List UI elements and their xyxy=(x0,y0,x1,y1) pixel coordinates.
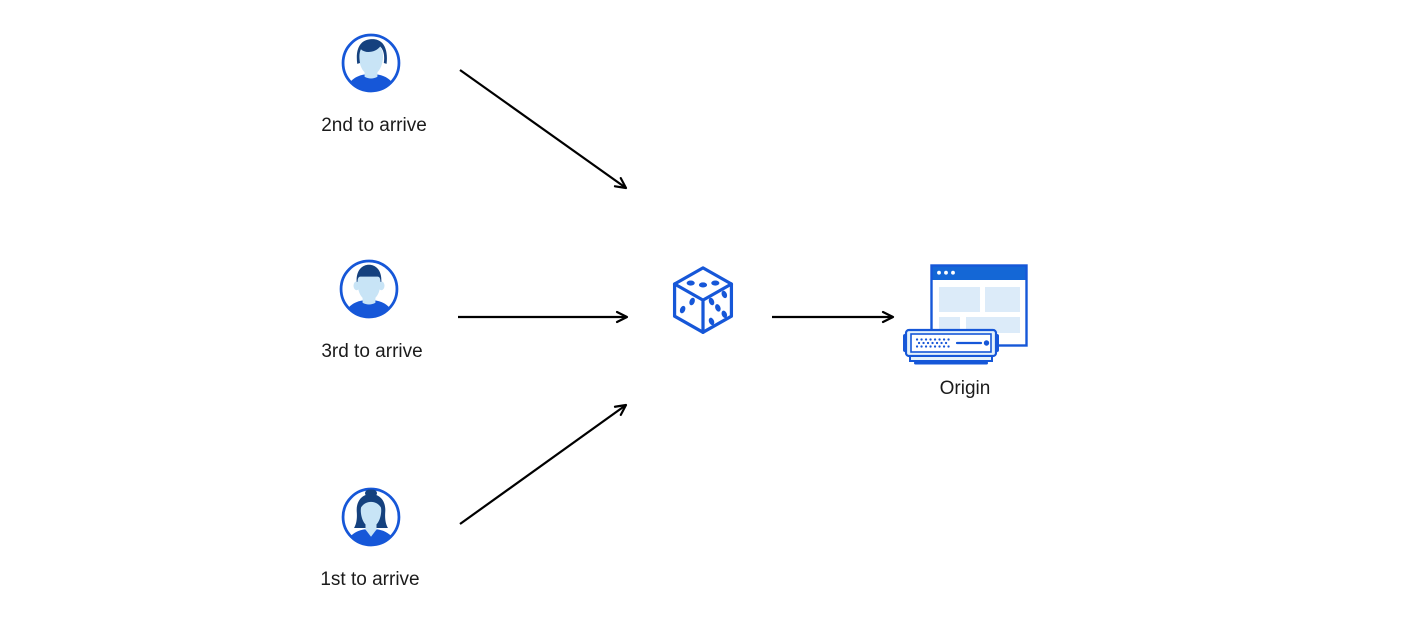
client-3rd-label: 3rd to arrive xyxy=(321,341,423,362)
male-avatar-short-hair-icon xyxy=(339,259,399,319)
male-avatar-swoop-hair-icon xyxy=(341,33,401,93)
randomizer-node xyxy=(667,262,739,342)
client-node-3rd-to-arrive xyxy=(336,256,402,322)
arrow-2nd-client-to-dice xyxy=(459,69,628,190)
origin-node xyxy=(898,259,1032,365)
client-node-2nd-to-arrive xyxy=(338,30,404,96)
origin-label: Origin xyxy=(939,378,991,399)
origin-server-icon xyxy=(903,264,1028,365)
client-2nd-label: 2nd to arrive xyxy=(321,115,427,136)
client-node-1st-to-arrive xyxy=(338,484,404,550)
dice-icon xyxy=(672,266,734,334)
arrow-1st-client-to-dice xyxy=(459,403,628,525)
female-avatar-bun-icon xyxy=(341,487,401,547)
client-1st-label: 1st to arrive xyxy=(320,569,420,590)
